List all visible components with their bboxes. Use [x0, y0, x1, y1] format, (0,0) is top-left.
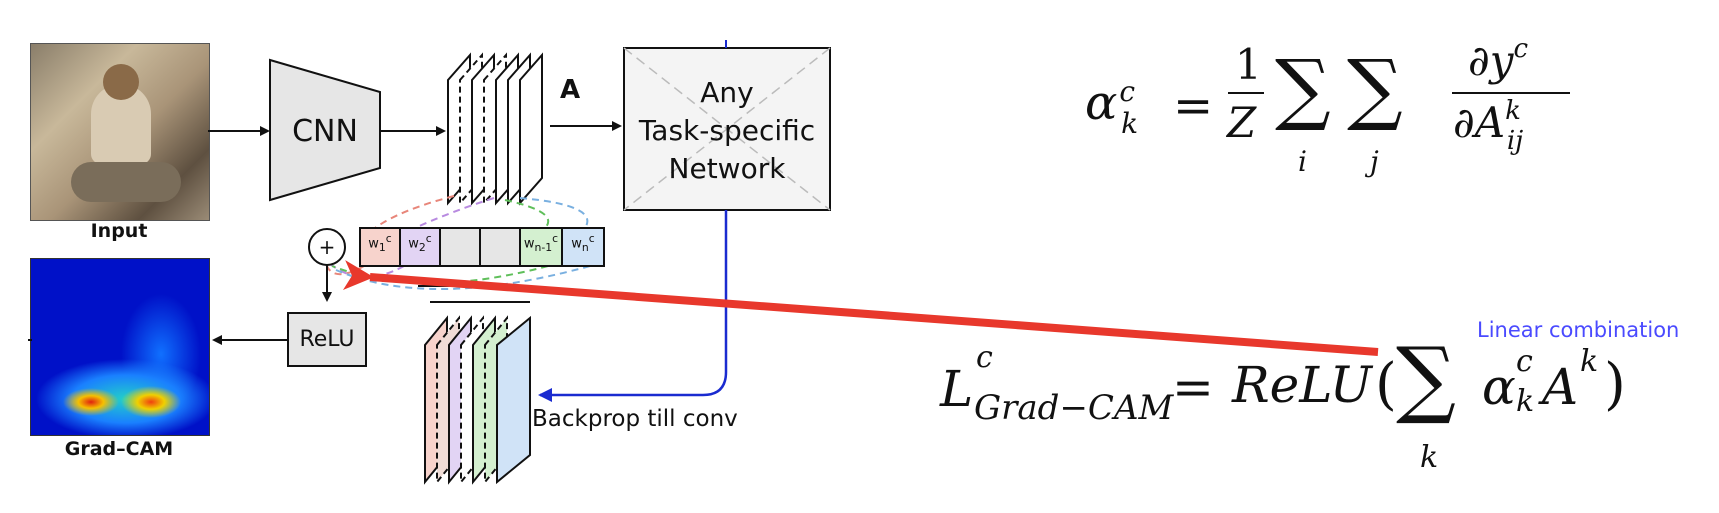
input-image: [30, 43, 210, 221]
gradcam-caption: Grad–CAM: [64, 438, 174, 460]
plus-label: +: [318, 235, 336, 259]
task-network-line-2: Task-specific: [638, 114, 816, 147]
weight-label-wn-1: wn-1c: [523, 232, 559, 254]
linear-combination-arrow: [342, 260, 1379, 356]
feature-maps-label: A: [560, 75, 581, 105]
backprop-arrow: [538, 210, 728, 402]
task-network-line-1: Any: [700, 76, 754, 109]
linear-combination-annotation: Linear combination: [1477, 318, 1680, 342]
gradcam-heatmap-image: [30, 258, 210, 436]
weight-label-w2: w2c: [408, 232, 432, 254]
feature-maps-stack: [447, 52, 543, 206]
relu-box: [287, 312, 367, 367]
cnn-label: CNN: [292, 113, 358, 149]
gradcam-equation: L c Grad−CAM = ReLU ( ∑ k α c k A k ): [940, 329, 1626, 475]
relu-label: ReLU: [299, 327, 355, 352]
cnn-block: [269, 58, 381, 202]
weight-label-wn: wnc: [571, 232, 595, 254]
gradient-maps-stack: [424, 315, 531, 485]
input-caption: Input: [90, 220, 148, 242]
weight-label-w1: w1c: [368, 232, 392, 254]
task-network-line-3: Network: [668, 152, 786, 185]
task-network-label: Any Task-specific Network: [624, 74, 830, 188]
weight-vector: [359, 227, 605, 267]
backprop-label: Backprop till conv: [532, 406, 738, 432]
